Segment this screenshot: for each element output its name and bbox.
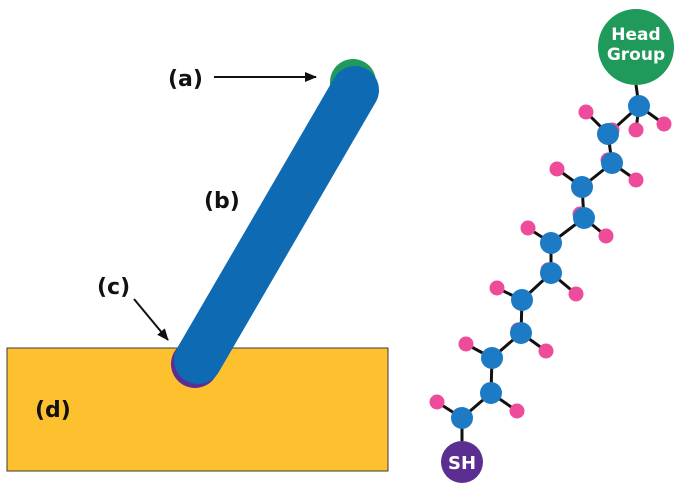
thiol-label: SH	[448, 453, 476, 474]
hydrogen-atom	[429, 394, 445, 410]
hydrogen-atom	[509, 403, 525, 419]
thiol-node	[441, 441, 483, 483]
hydrogen-atom	[598, 228, 614, 244]
alkyl-chain-rod	[174, 66, 379, 384]
carbon-atom	[511, 289, 533, 311]
carbon-atom	[510, 322, 532, 344]
label-b: (b)	[204, 189, 240, 214]
head-group-label-line1: Head	[611, 25, 660, 45]
carbon-atom	[601, 152, 623, 174]
hydrogen-atom	[489, 280, 505, 296]
carbon-atom	[597, 123, 619, 145]
label-d: (d)	[35, 398, 71, 423]
hydrogen-atom	[628, 172, 644, 188]
hydrogen-atom	[458, 336, 474, 352]
hydrogen-atom	[538, 343, 554, 359]
carbon-atom	[540, 262, 562, 284]
carbon-atom	[540, 232, 562, 254]
hydrogen-atom	[549, 161, 565, 177]
hydrogen-atom	[578, 104, 594, 120]
head-group-label-line2: Group	[607, 45, 665, 65]
carbon-atom	[451, 407, 473, 429]
carbon-atom	[628, 95, 650, 117]
hydrogen-atom	[628, 122, 644, 138]
label-a: (a)	[168, 67, 203, 92]
head-group-node	[598, 9, 674, 85]
hydrogen-atom	[656, 116, 672, 132]
label-c: (c)	[97, 275, 130, 300]
arrow-c	[133, 298, 169, 341]
carbon-atom	[481, 347, 503, 369]
carbon-atom	[573, 207, 595, 229]
hydrogen-atom	[568, 286, 584, 302]
carbon-atom	[480, 382, 502, 404]
hydrogen-atom	[520, 220, 536, 236]
molecule-atoms	[429, 95, 672, 429]
carbon-atom	[571, 176, 593, 198]
